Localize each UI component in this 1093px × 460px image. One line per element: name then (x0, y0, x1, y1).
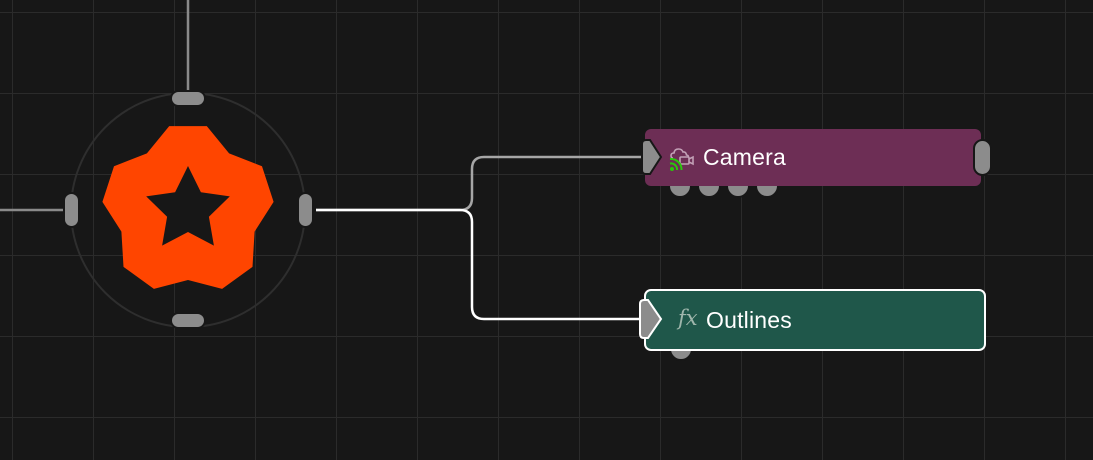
hub-port-right[interactable] (297, 192, 314, 228)
camera-node[interactable]: Camera (645, 129, 981, 186)
hub-port-bottom[interactable] (170, 312, 206, 329)
wire-to-outlines[interactable] (316, 208, 642, 321)
hub-port-top[interactable] (170, 90, 206, 107)
hub-node[interactable] (63, 90, 314, 329)
flower-badge-icon (102, 126, 274, 289)
wire-to-camera[interactable] (316, 155, 642, 212)
camera-cloud-icon (669, 148, 694, 171)
wifi-icon (669, 157, 683, 171)
hub-port-left[interactable] (63, 192, 80, 228)
outlines-node-label: Outlines (706, 306, 792, 333)
fx-icon: fx (678, 306, 698, 330)
connections (0, 0, 642, 321)
camera-node-label: Camera (703, 144, 787, 170)
outlines-node[interactable]: fx Outlines (644, 289, 986, 351)
